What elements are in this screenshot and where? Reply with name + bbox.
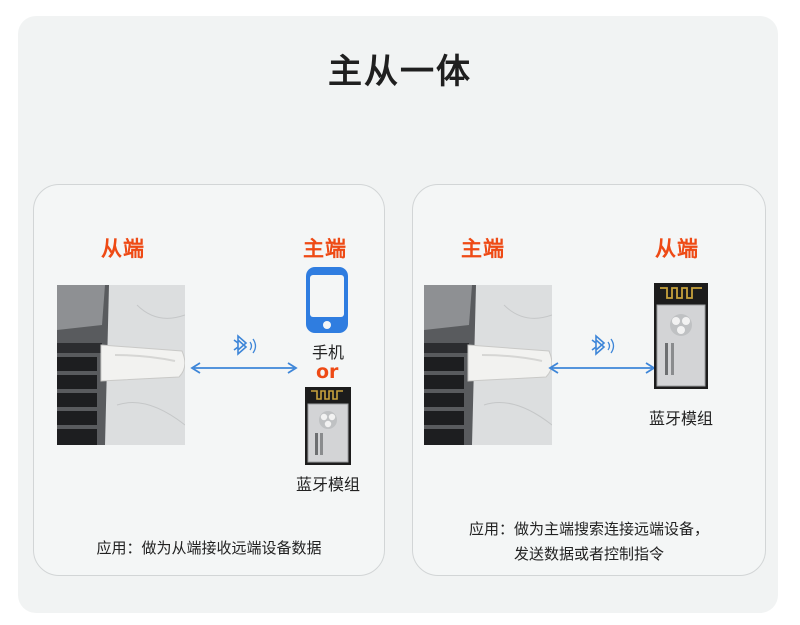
master-label: 主端	[461, 237, 505, 261]
phone-icon	[306, 267, 348, 333]
bluetooth-icon	[591, 334, 615, 356]
page-title: 主从一体	[328, 52, 472, 92]
bluetooth-icon	[233, 334, 257, 356]
phone-caption: 手机	[311, 343, 344, 362]
connection-link	[190, 334, 298, 374]
usb-dongle-photo	[424, 285, 552, 445]
module-caption: 蓝牙模组	[295, 475, 360, 494]
or-text: or	[316, 361, 339, 383]
module-caption: 蓝牙模组	[648, 409, 713, 428]
slave-label: 从端	[101, 237, 145, 261]
bluetooth-module-image	[654, 283, 708, 389]
master-description-line2: 发送数据或者控制指令	[513, 545, 664, 563]
master-description-line1: 应用：做为主端搜索连接远端设备，	[468, 520, 709, 538]
slave-description: 应用：做为从端接收远端设备数据	[96, 539, 322, 557]
slave-label: 从端	[655, 237, 699, 261]
bluetooth-module-image	[305, 387, 351, 465]
connection-link	[548, 334, 656, 374]
usb-dongle-photo	[57, 285, 185, 445]
master-label: 主端	[303, 237, 347, 261]
